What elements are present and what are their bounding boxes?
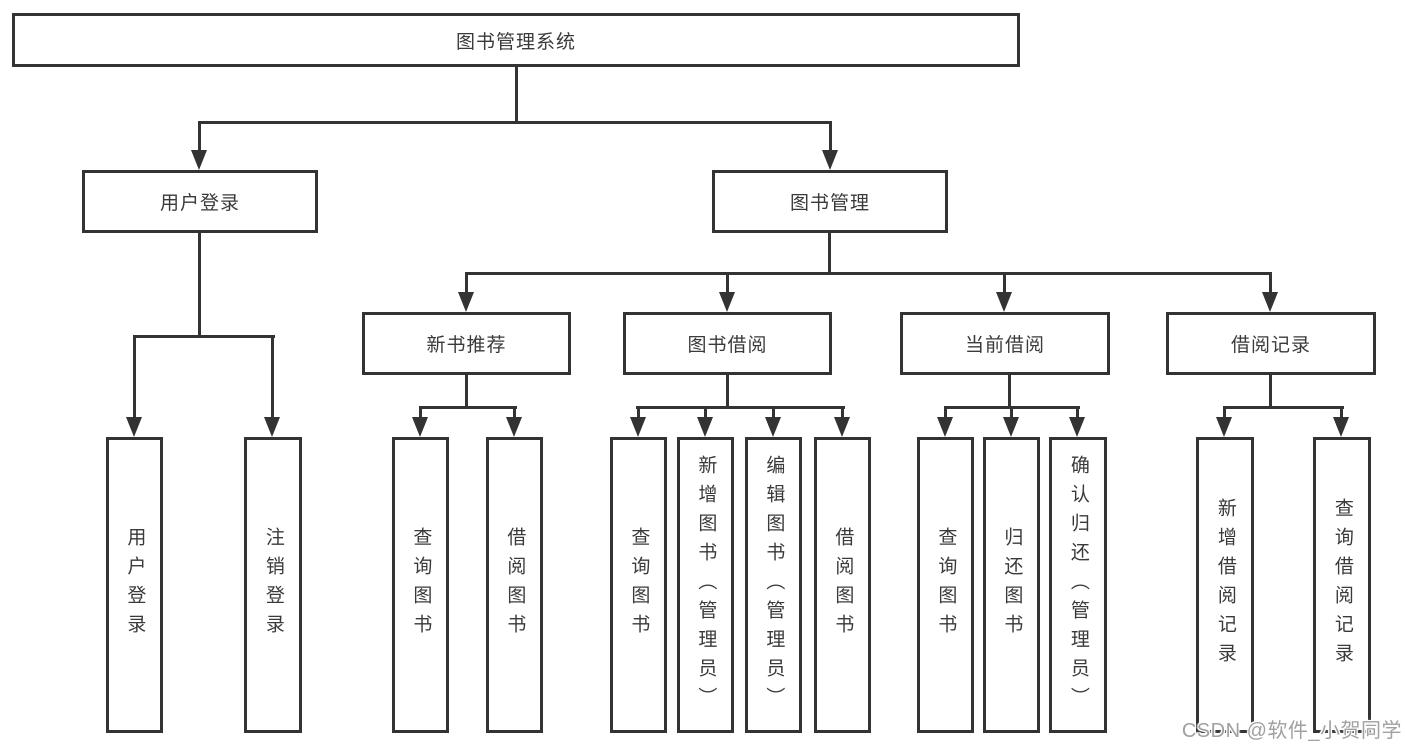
connector-line [726, 375, 729, 409]
leaf-label: 查询借阅记录 [1331, 498, 1353, 672]
node-book-management-label: 图书管理 [789, 193, 870, 214]
leaf-label: 借阅图书 [504, 527, 526, 643]
connector-line [198, 121, 832, 124]
node-book-management: 图书管理 [712, 170, 948, 233]
arrow-down-icon [697, 406, 714, 437]
leaf-label: 新增图书（管理员） [695, 454, 717, 716]
arrow-down-icon [191, 121, 208, 170]
node-book-borrowing-label: 图书借阅 [687, 335, 768, 356]
connector-line [1269, 375, 1272, 409]
connector-line [419, 406, 517, 409]
node-book-borrowing: 图书借阅 [623, 312, 832, 375]
arrow-down-icon [126, 335, 143, 437]
connector-line [636, 406, 845, 409]
connector-line [1008, 375, 1011, 409]
leaf-label: 查询图书 [935, 527, 957, 643]
node-current-borrowing: 当前借阅 [900, 312, 1110, 375]
node-root: 图书管理系统 [12, 13, 1020, 67]
arrow-down-icon [765, 406, 782, 437]
leaf-query-borrow-record: 查询借阅记录 [1313, 437, 1371, 733]
node-user-login-label: 用户登录 [159, 193, 240, 214]
leaf-return-book: 归还图书 [983, 437, 1040, 733]
leaf-logout: 注销登录 [244, 437, 302, 733]
leaf-query-books-3: 查询图书 [917, 437, 974, 733]
leaf-query-books-2: 查询图书 [610, 437, 667, 733]
connector-line [1223, 406, 1344, 409]
connector-line [828, 233, 831, 275]
arrow-down-icon [1262, 272, 1279, 312]
arrow-down-icon [1216, 406, 1233, 437]
arrow-down-icon [1003, 406, 1020, 437]
leaf-label: 借阅图书 [832, 527, 854, 643]
connector-line [515, 64, 518, 124]
leaf-user-login: 用户登录 [106, 437, 163, 733]
leaf-add-book-admin: 新增图书（管理员） [677, 437, 734, 733]
arrow-down-icon [834, 406, 851, 437]
arrow-down-icon [822, 121, 839, 170]
arrow-down-icon [1069, 406, 1086, 437]
leaf-label: 查询图书 [628, 527, 650, 643]
leaf-add-borrow-record: 新增借阅记录 [1196, 437, 1254, 733]
connector-line [465, 272, 1272, 275]
connector-line [465, 375, 468, 409]
node-root-label: 图书管理系统 [455, 31, 576, 53]
leaf-label: 新增借阅记录 [1214, 498, 1236, 672]
leaf-query-books-1: 查询图书 [392, 437, 449, 733]
arrow-down-icon [458, 272, 475, 312]
arrow-down-icon [630, 406, 647, 437]
leaf-confirm-return-admin: 确认归还（管理员） [1049, 437, 1107, 733]
node-borrow-records: 借阅记录 [1166, 312, 1376, 375]
leaf-label: 归还图书 [1001, 527, 1023, 643]
arrow-down-icon [264, 335, 281, 437]
leaf-label: 查询图书 [410, 527, 432, 643]
node-user-login: 用户登录 [82, 170, 318, 233]
connector-line [133, 335, 275, 338]
leaf-borrow-books-1: 借阅图书 [486, 437, 543, 733]
leaf-edit-book-admin: 编辑图书（管理员） [745, 437, 802, 733]
leaf-label: 编辑图书（管理员） [763, 454, 785, 716]
leaf-logout-label: 注销登录 [262, 527, 284, 643]
arrow-down-icon [937, 406, 954, 437]
arrow-down-icon [996, 272, 1013, 312]
arrow-down-icon [412, 406, 429, 437]
watermark: CSDN @软件_小贺同学 [1181, 720, 1402, 742]
node-new-book-recommend: 新书推荐 [362, 312, 571, 375]
arrow-down-icon [506, 406, 523, 437]
arrow-down-icon [719, 272, 736, 312]
node-borrow-records-label: 借阅记录 [1230, 335, 1311, 356]
leaf-user-login-label: 用户登录 [124, 527, 146, 643]
connector-line [198, 233, 201, 337]
leaf-borrow-books-2: 借阅图书 [814, 437, 871, 733]
arrow-down-icon [1333, 406, 1350, 437]
leaf-label: 确认归还（管理员） [1067, 454, 1089, 716]
node-new-book-recommend-label: 新书推荐 [426, 335, 507, 356]
node-current-borrowing-label: 当前借阅 [964, 335, 1045, 356]
